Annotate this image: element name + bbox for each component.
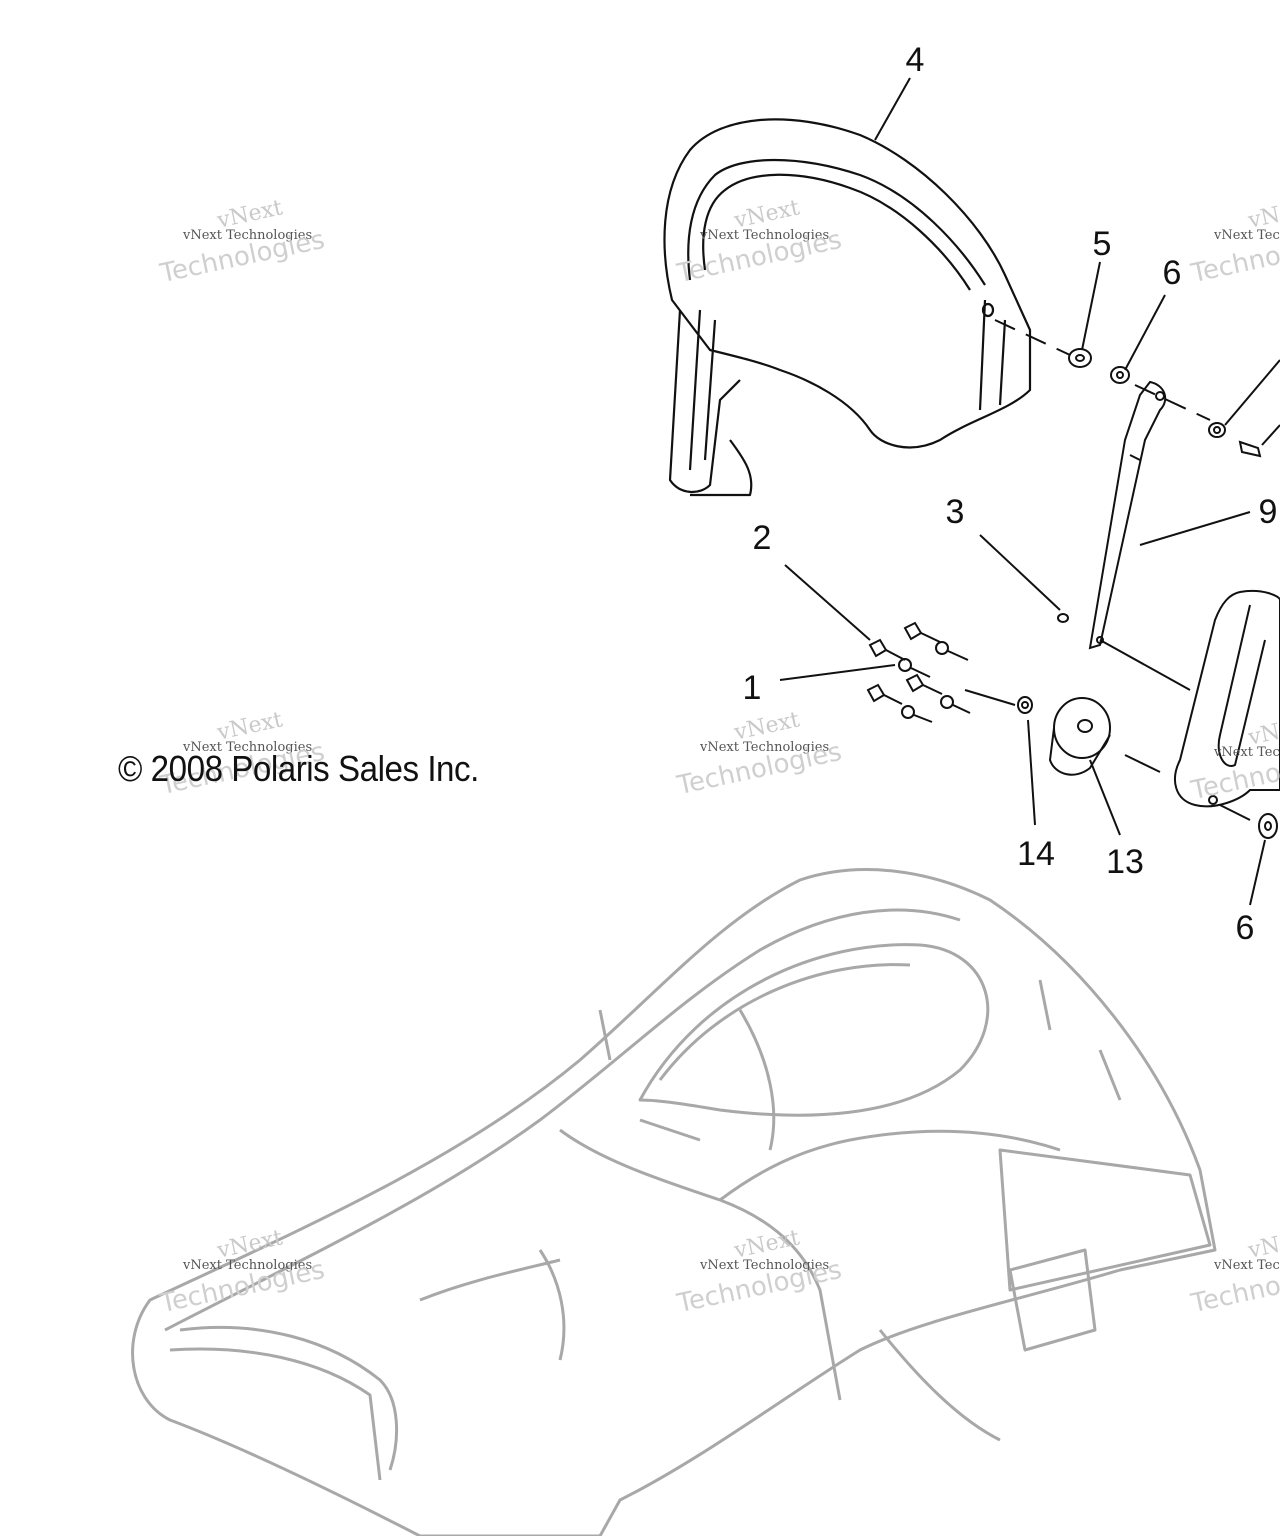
- leader-lines: [779, 77, 1280, 906]
- callout-6-top: 6: [1162, 254, 1182, 292]
- callout-6-bottom: 6: [1235, 909, 1255, 947]
- backrest-drawing: [663, 118, 1032, 497]
- seat-drawing: [131, 868, 1217, 1536]
- hardware-parts: [866, 348, 1280, 839]
- callout-3: 3: [945, 493, 965, 531]
- copyright-notice: © 2008 Polaris Sales Inc.: [118, 748, 479, 789]
- callout-9: 9: [1258, 493, 1278, 531]
- callout-13: 13: [1106, 843, 1144, 881]
- callout-14: 14: [1017, 835, 1055, 873]
- callout-2: 2: [752, 519, 772, 557]
- callout-1: 1: [742, 669, 762, 707]
- callout-4: 4: [905, 41, 925, 79]
- callout-5: 5: [1092, 225, 1112, 263]
